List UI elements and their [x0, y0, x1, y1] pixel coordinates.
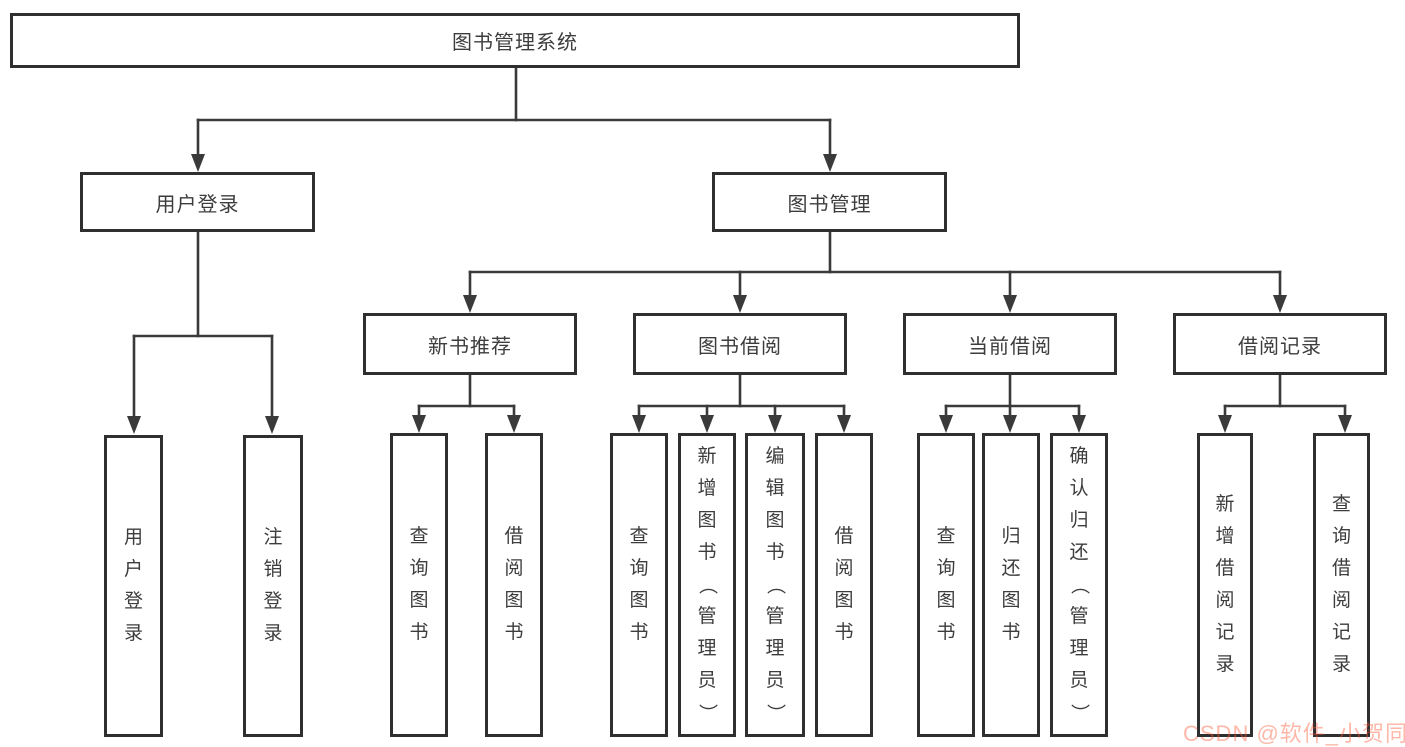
node-borrowing-records: 借阅记录 — [1173, 313, 1387, 375]
arrowhead-down — [768, 415, 782, 433]
arrowhead-down — [939, 415, 953, 433]
node-book-management: 图书管理 — [712, 172, 947, 232]
node-leaf-logout: 注销登录 — [243, 435, 303, 737]
arrowhead-down — [700, 415, 714, 433]
node-leaf-add-borrow-record: 新增借阅记录 — [1197, 433, 1253, 737]
node-leaf-confirm-return-admin: 确认归还（管理员） — [1050, 433, 1108, 737]
node-leaf-query-borrow-record: 查询借阅记录 — [1313, 433, 1370, 737]
node-leaf-query-books-recommend: 查询图书 — [390, 433, 448, 737]
node-leaf-edit-books-admin: 编辑图书（管理员） — [745, 433, 805, 737]
node-leaf-add-books-admin: 新增图书（管理员） — [678, 433, 736, 737]
arrowhead-down — [837, 415, 851, 433]
arrowhead-down — [191, 154, 205, 172]
arrowhead-down — [1338, 415, 1352, 433]
arrowhead-down — [412, 415, 426, 433]
arrowhead-down — [265, 416, 279, 434]
arrowhead-down — [1218, 415, 1232, 433]
arrowhead-down — [823, 154, 837, 172]
node-current-borrowing: 当前借阅 — [903, 313, 1117, 375]
arrowhead-down — [1072, 415, 1086, 433]
node-new-book-recommend: 新书推荐 — [363, 313, 577, 375]
node-user-login: 用户登录 — [80, 172, 315, 232]
node-library-management-system: 图书管理系统 — [10, 13, 1020, 68]
arrowhead-down — [507, 415, 521, 433]
arrowhead-down — [1003, 415, 1017, 433]
arrowhead-down — [632, 415, 646, 433]
node-leaf-return-books: 归还图书 — [982, 433, 1040, 737]
watermark: CSDN @软件_小贺同学 — [1183, 721, 1405, 746]
node-leaf-borrow-books-recommend: 借阅图书 — [485, 433, 543, 737]
arrowhead-down — [127, 416, 141, 434]
arrowhead-down — [463, 295, 477, 313]
node-leaf-borrow-books-borrowing: 借阅图书 — [815, 433, 873, 737]
node-leaf-user-login: 用户登录 — [104, 435, 163, 737]
node-leaf-query-books-borrowing: 查询图书 — [610, 433, 668, 737]
node-book-borrowing: 图书借阅 — [633, 313, 847, 375]
arrowhead-down — [733, 295, 747, 313]
arrowhead-down — [1003, 295, 1017, 313]
node-leaf-query-books-current: 查询图书 — [917, 433, 975, 737]
arrowhead-down — [1273, 295, 1287, 313]
